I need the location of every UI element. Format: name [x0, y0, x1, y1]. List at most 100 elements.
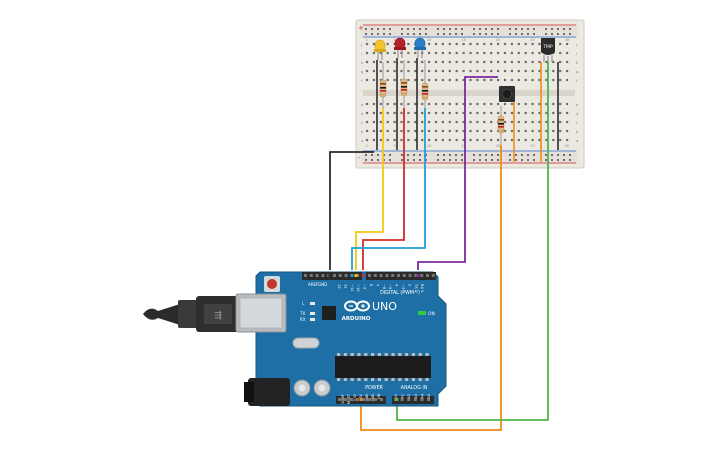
usb-cable[interactable]: ⇶	[143, 296, 242, 332]
column-number: 1	[366, 38, 368, 42]
analog-pin-label: A2	[407, 394, 411, 398]
digital-pin-label: ~5	[388, 284, 392, 289]
power-pin-label: GND	[371, 393, 375, 401]
column-number: 30	[565, 144, 569, 148]
resistor-button-pulldown[interactable]	[497, 106, 505, 145]
digital-header-low	[366, 272, 436, 280]
row-letter: c	[576, 120, 578, 125]
l-label: L	[302, 301, 305, 306]
column-number: 20	[496, 144, 500, 148]
power-pin-label: VIN	[377, 393, 381, 399]
on-label: ON	[428, 311, 435, 317]
rail-plus-label: +	[358, 24, 364, 32]
column-number: 30	[565, 38, 569, 42]
digital-header-label: DIGITAL (PWM~)	[380, 290, 420, 296]
ground-wire[interactable]	[329, 151, 374, 270]
column-number: 20	[496, 38, 500, 42]
digital-pin-label: ~9	[363, 284, 367, 290]
led-yellow[interactable]	[374, 39, 386, 60]
analog-header-label: ANALOG IN	[401, 385, 428, 391]
resistor-2[interactable]	[400, 60, 408, 108]
row-letter: b	[576, 129, 579, 134]
led-red[interactable]	[394, 37, 406, 58]
row-letter: d	[361, 111, 364, 116]
row-letter: h	[361, 60, 364, 65]
bottom-power-rail	[361, 150, 578, 164]
atmega-chip	[335, 356, 431, 378]
orange-power-wire[interactable]	[360, 145, 502, 431]
row-letter: a	[361, 138, 363, 143]
on-led	[418, 311, 426, 315]
green-analog-wire[interactable]	[396, 62, 549, 421]
blue-wire[interactable]	[351, 108, 426, 270]
row-letter: j	[575, 42, 577, 47]
digital-pin-label: ~3	[401, 284, 405, 289]
digital-pin-label: 7	[375, 284, 379, 286]
row-letter: f	[361, 78, 363, 83]
row-letter: g	[576, 69, 579, 74]
reset-button[interactable]	[267, 279, 277, 289]
column-number: 25	[530, 38, 534, 42]
sensor-label: TMP	[542, 44, 553, 50]
digital-header-high	[302, 272, 362, 280]
board-model: UNO	[372, 300, 397, 313]
digital-pin-label: TX 1	[414, 283, 418, 292]
power-pin-label: IOREF	[341, 394, 345, 404]
column-number: 25	[530, 144, 534, 148]
power-jack	[248, 378, 290, 406]
digital-pin-label: 12	[343, 284, 347, 289]
resistor-3[interactable]	[421, 60, 429, 108]
column-number: 15	[461, 144, 465, 148]
analog-header	[392, 396, 434, 404]
power-pin-label: RESET	[347, 394, 351, 404]
rx-label: RX	[300, 317, 306, 322]
aref-label: AREF	[308, 282, 319, 287]
row-letter: i	[361, 51, 362, 56]
wire-end-cap	[361, 274, 365, 277]
column-number: 5	[394, 144, 396, 148]
power-pin-label: GND	[365, 393, 369, 401]
yellow-wire[interactable]	[355, 108, 384, 270]
row-letter: b	[361, 129, 364, 134]
row-letter: d	[576, 111, 579, 116]
column-number: 10	[427, 144, 431, 148]
resistor-1[interactable]	[379, 62, 387, 108]
row-letter: a	[576, 138, 578, 143]
power-pin-label: 5V	[359, 393, 363, 398]
wire-end-cap	[395, 398, 399, 401]
analog-pin-label: A5	[427, 394, 431, 398]
red-wire[interactable]	[362, 108, 405, 270]
digital-pin-label: 4	[395, 284, 399, 287]
usb-icon: ⇶	[214, 310, 222, 321]
row-letter: g	[361, 69, 364, 74]
rail-minus-label: -	[358, 154, 361, 162]
column-number: 5	[394, 38, 396, 42]
power-header-label: POWER	[365, 385, 383, 391]
board-brand: ARDUINO	[342, 316, 371, 322]
row-letter: h	[576, 60, 579, 65]
arduino-logo-icon	[344, 300, 370, 312]
temperature-sensor[interactable]: TMP	[541, 38, 555, 62]
row-letter: e	[576, 102, 579, 107]
wire-end-cap	[354, 274, 358, 277]
push-button[interactable]	[499, 86, 515, 102]
digital-pin-label: ~11	[350, 284, 354, 292]
analog-pin-label: A0	[394, 394, 398, 398]
digital-pin-label: 8	[369, 284, 373, 287]
center-channel	[363, 90, 575, 96]
wire-end-cap	[416, 274, 420, 277]
purple-wire[interactable]	[417, 76, 498, 270]
digital-pin-label: 2	[407, 284, 411, 286]
row-letter: f	[576, 78, 578, 83]
top-power-rail	[361, 24, 578, 38]
analog-pin-label: A3	[414, 394, 418, 398]
led-blue[interactable]	[414, 37, 426, 58]
digital-pin-label: ~6	[382, 284, 386, 290]
